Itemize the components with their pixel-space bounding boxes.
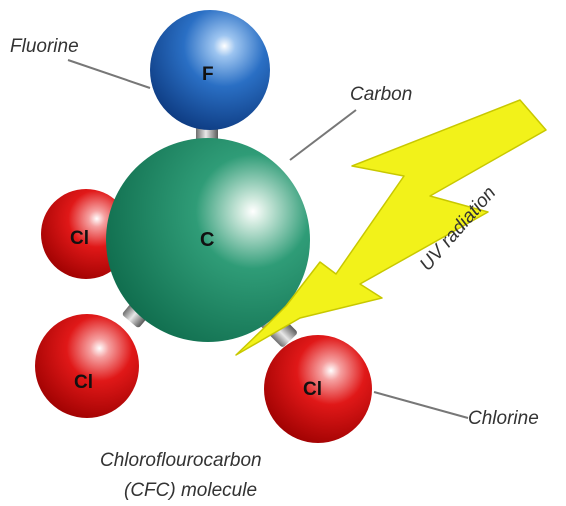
- label-chlorine: Chlorine: [468, 408, 539, 429]
- carbon-pointer-line: [289, 109, 357, 161]
- fluorine-atom: [150, 10, 270, 130]
- label-fluorine: Fluorine: [10, 36, 79, 57]
- caption-line-1: Chloroflourocarbon: [100, 450, 262, 471]
- label-carbon: Carbon: [350, 84, 412, 105]
- atom-label-fluorine: F: [202, 64, 214, 85]
- atom-label-chlorine-bottom-left: Cl: [74, 372, 93, 393]
- caption-line-2: (CFC) molecule: [124, 480, 257, 501]
- chlorine-atom-bottom-right: [264, 335, 372, 443]
- uv-radiation-bolt-icon: [235, 99, 547, 356]
- atom-label-chlorine-bottom-right: Cl: [303, 379, 322, 400]
- fluorine-pointer-line: [67, 59, 151, 89]
- chlorine-atom-bottom-left: [35, 314, 139, 418]
- atom-label-chlorine-left: Cl: [70, 228, 89, 249]
- atom-label-carbon: C: [200, 229, 214, 251]
- carbon-atom: [106, 138, 310, 342]
- chlorine-pointer-line: [373, 391, 469, 419]
